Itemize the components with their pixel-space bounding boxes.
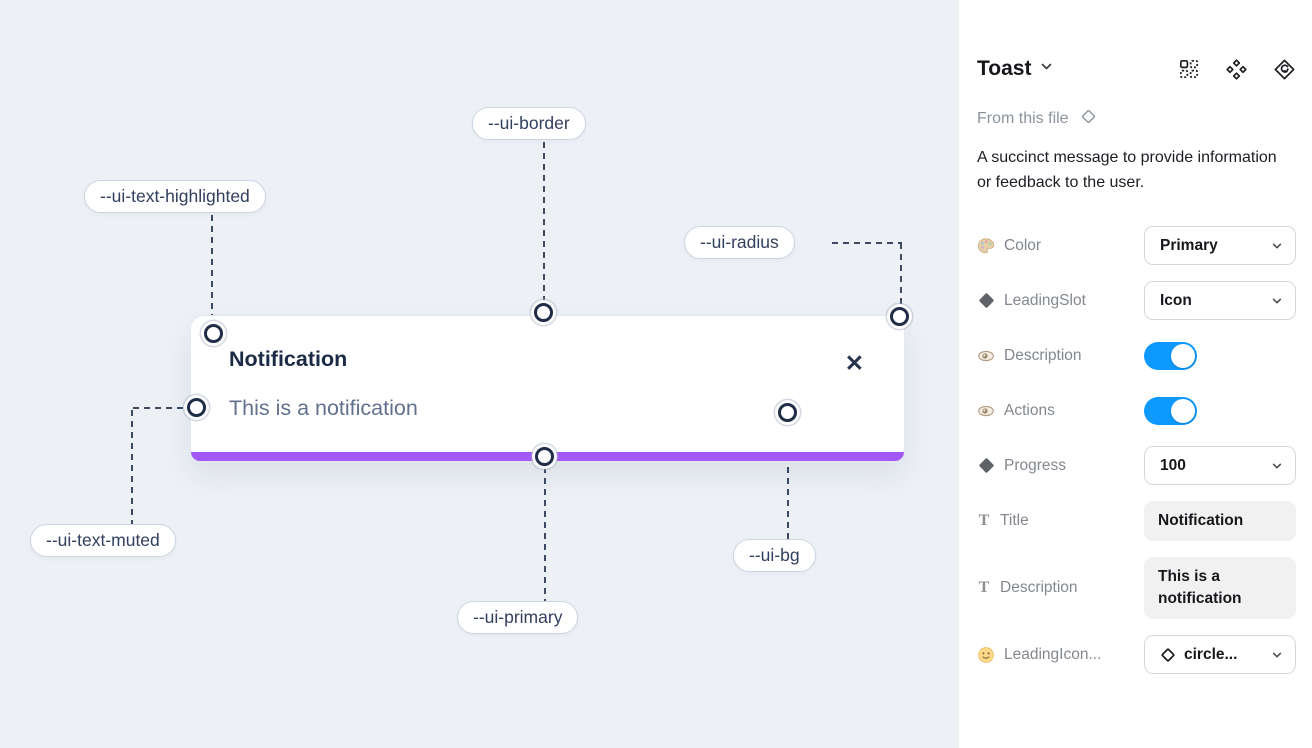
eye-icon <box>977 402 995 420</box>
chevron-down-icon <box>1271 460 1283 472</box>
prop-row-leadingicon: LeadingIcon... circle... <box>977 635 1296 675</box>
marker-ui-radius <box>890 307 909 326</box>
marker-ui-primary <box>535 447 554 466</box>
connector-ui-bg <box>787 423 789 539</box>
insert-instance-icon[interactable] <box>1178 58 1200 80</box>
text-icon: T <box>978 579 990 597</box>
eye-icon <box>977 347 995 365</box>
toggle-knob <box>1171 343 1195 368</box>
connector-ui-radius-vertical <box>900 243 902 307</box>
source-row: From this file <box>977 108 1296 130</box>
text-icon: T <box>978 512 990 530</box>
progress-select[interactable]: 100 <box>1144 446 1296 486</box>
prop-row-actions-toggle: Actions <box>977 391 1296 430</box>
var-label-ui-radius: --ui-radius <box>684 226 795 259</box>
prop-row-leadingslot: LeadingSlot Icon <box>977 281 1296 321</box>
prop-label-text: Description <box>1004 346 1082 364</box>
chevron-down-icon <box>1271 240 1283 252</box>
header-icons <box>1178 58 1296 81</box>
prop-label-text: Title <box>1000 512 1029 530</box>
prop-label-text: Description <box>1000 579 1078 597</box>
select-value: Primary <box>1160 236 1218 254</box>
toast-preview: Notification This is a notification ✕ <box>190 315 905 462</box>
toast-title: Notification <box>229 347 348 371</box>
component-selector[interactable]: Toast <box>977 57 1053 81</box>
leadingslot-select[interactable]: Icon <box>1144 281 1296 321</box>
var-label-ui-text-muted: --ui-text-muted <box>30 524 176 557</box>
toggle-knob <box>1171 398 1195 423</box>
panel-title: Toast <box>977 57 1032 80</box>
prop-label-text: Actions <box>1004 401 1055 419</box>
color-select[interactable]: Primary <box>1144 226 1296 266</box>
prop-row-description-field: T Description This is a notification <box>977 557 1296 620</box>
prop-label-text: LeadingSlot <box>1004 291 1086 309</box>
component-description: A succinct message to provide informatio… <box>977 149 1277 192</box>
prop-row-color: Color Primary <box>977 226 1296 266</box>
component-icon[interactable] <box>1225 58 1248 81</box>
var-label-ui-primary: --ui-primary <box>457 601 579 634</box>
connector-ui-radius-horizontal <box>832 242 902 244</box>
instance-diamond-icon <box>1160 647 1176 663</box>
marker-ui-text-muted <box>187 398 206 417</box>
var-label-ui-text-highlighted: --ui-text-highlighted <box>84 180 266 213</box>
marker-ui-bg <box>778 403 797 422</box>
connector-ui-text-muted-vertical <box>131 410 133 524</box>
chevron-down-icon <box>1040 60 1053 78</box>
chevron-down-icon <box>1271 649 1283 661</box>
palette-icon <box>977 237 995 255</box>
select-value: 100 <box>1160 456 1186 474</box>
prop-row-description-toggle: Description <box>977 336 1296 375</box>
chevron-down-icon <box>1271 295 1283 307</box>
connector-ui-text-muted-horizontal <box>133 407 189 409</box>
prop-row-title: T Title Notification <box>977 501 1296 542</box>
reset-changes-icon[interactable] <box>1273 58 1296 81</box>
title-field[interactable]: Notification <box>1144 501 1296 542</box>
leadingicon-select[interactable]: circle... <box>1144 635 1296 675</box>
connector-ui-primary <box>544 467 546 601</box>
prop-label-text: Progress <box>1004 456 1067 474</box>
select-value: circle... <box>1184 645 1238 663</box>
actions-toggle[interactable] <box>1144 396 1197 425</box>
select-value: Icon <box>1160 291 1192 309</box>
marker-ui-text-highlighted <box>204 324 223 343</box>
prop-label-text: LeadingIcon... <box>1004 645 1102 663</box>
connector-ui-border <box>543 142 545 305</box>
prop-row-progress: Progress 100 <box>977 446 1296 486</box>
prop-label-text: Color <box>1004 236 1042 254</box>
property-list: Color Primary LeadingSlot Icon <box>977 226 1296 675</box>
toast-description: This is a notification <box>229 396 418 420</box>
diamond-icon <box>977 457 995 474</box>
var-label-ui-bg: --ui-bg <box>733 539 816 572</box>
source-label: From this file <box>977 110 1069 127</box>
connector-ui-text-highlighted <box>211 215 213 325</box>
description-toggle[interactable] <box>1144 341 1197 370</box>
properties-panel: Toast <box>958 0 1312 748</box>
component-canvas: Notification This is a notification ✕ --… <box>0 0 958 748</box>
smiley-icon <box>977 646 995 664</box>
diamond-icon <box>977 292 995 309</box>
close-icon[interactable]: ✕ <box>844 350 864 376</box>
marker-ui-border <box>534 303 553 322</box>
panel-header: Toast <box>977 57 1296 81</box>
file-diamond-icon <box>1080 108 1097 130</box>
description-field[interactable]: This is a notification <box>1144 557 1296 620</box>
var-label-ui-border: --ui-border <box>472 107 586 140</box>
